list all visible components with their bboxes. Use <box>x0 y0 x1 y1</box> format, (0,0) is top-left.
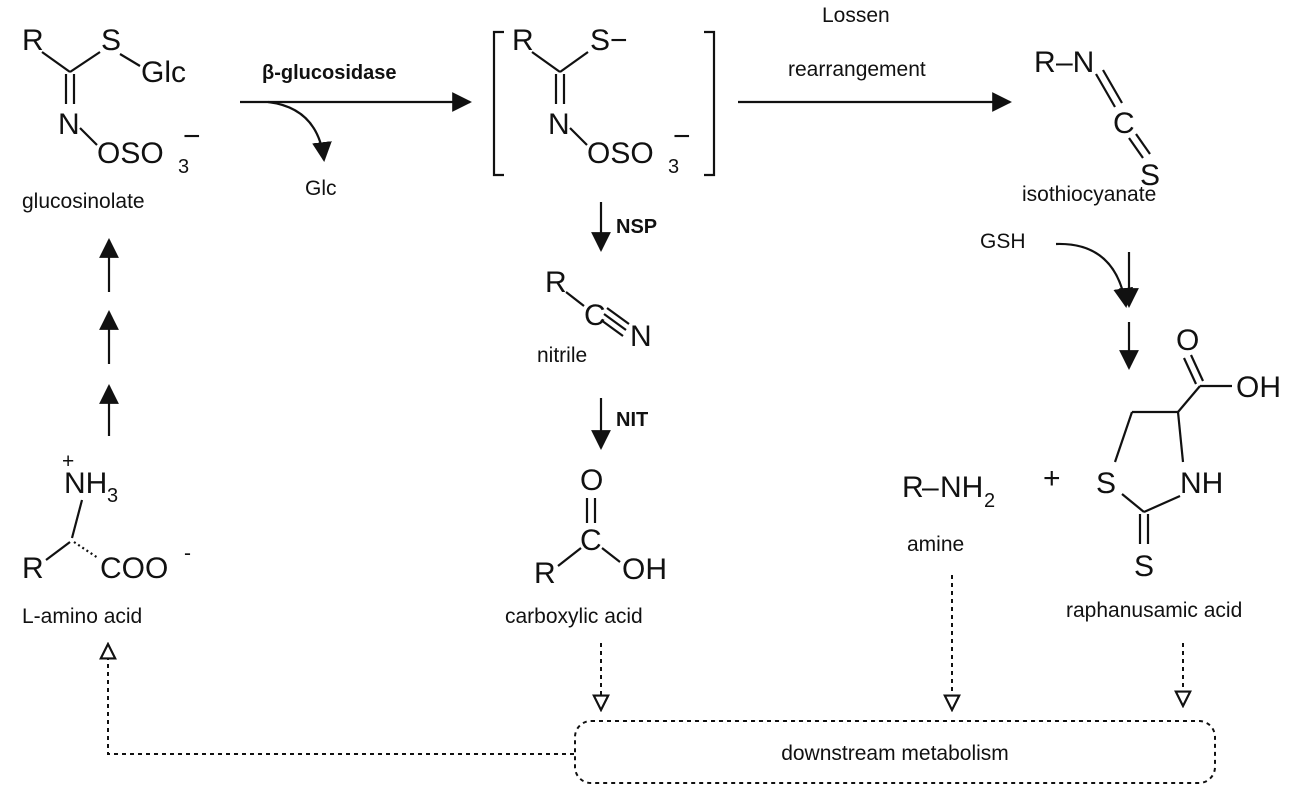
subscript-3: 3 <box>668 156 679 178</box>
carboxylic-acid-structure: O C R OH <box>534 464 667 590</box>
atom-s: S <box>101 24 121 57</box>
double-bond <box>1190 354 1204 382</box>
bond <box>119 53 141 67</box>
atom-oh: OH <box>622 553 667 586</box>
label-isothiocyanate: isothiocyanate <box>1022 183 1156 206</box>
ring-bond <box>1176 411 1185 463</box>
atom-c: C <box>580 524 602 557</box>
charge-plus: + <box>62 450 74 473</box>
l-amino-acid-structure: + NH 3 R COO - <box>22 450 191 585</box>
label-carboxylic-acid: carboxylic acid <box>505 605 643 628</box>
label-lossen: Lossen <box>822 4 890 27</box>
arrow-gsh <box>1055 242 1134 308</box>
bond <box>45 541 71 561</box>
isothiocyanate-structure: R –N C S <box>1034 46 1160 192</box>
nitrile-structure: R C N <box>545 266 652 353</box>
bond <box>79 127 98 146</box>
charge-minus: - <box>184 542 191 565</box>
atom-o: O <box>580 464 603 497</box>
arrow-glc-release <box>267 100 332 162</box>
label-downstream-metabolism: downstream metabolism <box>781 742 1009 765</box>
atom-oso3: OSO <box>587 137 654 170</box>
atom-c: C <box>584 299 606 332</box>
label-rearrangement: rearrangement <box>788 58 926 81</box>
enzyme-beta-glucosidase: β-glucosidase <box>262 62 396 84</box>
atom-r: R <box>1034 46 1056 79</box>
atom-r: R <box>22 24 44 57</box>
charge-minus: − <box>673 120 691 153</box>
bracket-left <box>492 30 504 177</box>
atom-n: –N <box>1056 46 1094 79</box>
bracket-right <box>704 30 716 177</box>
raphanusamic-acid-structure: O OH S NH S <box>1096 324 1281 583</box>
atom-s: S <box>1140 159 1160 192</box>
label-gsh: GSH <box>980 230 1026 253</box>
atom-r: R <box>534 557 556 590</box>
atom-n: N <box>630 320 652 353</box>
double-bond <box>1128 137 1144 159</box>
subscript-3: 3 <box>178 156 189 178</box>
bond <box>70 499 84 539</box>
double-bond <box>1095 73 1116 108</box>
bond <box>41 51 71 73</box>
label-glc-released: Glc <box>305 177 337 200</box>
triple-bond <box>606 307 630 325</box>
hashed-bond <box>73 541 99 559</box>
atom-r: R <box>22 552 44 585</box>
bond <box>565 291 585 307</box>
atom-s-minus: S− <box>590 24 628 57</box>
atom-nh2: NH <box>940 471 983 504</box>
atom-r: R <box>512 24 534 57</box>
atom-coo: COO <box>100 552 168 585</box>
dotted-arrow-amino-acid <box>108 644 574 755</box>
subscript-2: 2 <box>984 490 995 512</box>
ring-bond <box>1121 493 1145 513</box>
intermediate-structure: R S− N OSO 3 − <box>492 24 716 178</box>
ring-bond <box>1143 494 1181 514</box>
atom-oh: OH <box>1236 371 1281 404</box>
subscript-3: 3 <box>107 485 118 507</box>
atom-nh3: NH <box>64 467 107 500</box>
atom-n: N <box>548 108 570 141</box>
amine-structure: R – NH 2 <box>902 471 995 512</box>
bond <box>601 547 621 563</box>
atom-s: S <box>1096 467 1116 500</box>
double-bond <box>1135 133 1151 155</box>
bond <box>569 127 588 146</box>
triple-bond <box>603 313 627 331</box>
label-nitrile: nitrile <box>537 344 587 367</box>
atom-s: S <box>1134 550 1154 583</box>
triple-bond <box>600 319 624 337</box>
ring-bond <box>1113 411 1134 463</box>
downstream-metabolism-box <box>574 720 1216 784</box>
bond-dash: – <box>922 471 939 504</box>
label-glucosinolate: glucosinolate <box>22 190 145 213</box>
label-amine: amine <box>907 533 964 556</box>
plus-sign: + <box>1043 462 1061 495</box>
label-raphanusamic-acid: raphanusamic acid <box>1066 599 1242 622</box>
atom-o: O <box>1176 324 1199 357</box>
double-bond <box>1183 357 1197 385</box>
atom-nh: NH <box>1180 467 1223 500</box>
bond <box>559 51 589 73</box>
bond <box>69 51 101 73</box>
atom-oso3: OSO <box>97 137 164 170</box>
enzyme-nit: NIT <box>616 409 648 431</box>
bond <box>557 547 582 567</box>
enzyme-nsp: NSP <box>616 216 657 238</box>
bond <box>531 51 561 73</box>
glucosinolate-structure: R S Glc N OSO 3 − <box>22 24 201 178</box>
label-l-amino-acid: L-amino acid <box>22 605 142 628</box>
charge-minus: − <box>183 120 201 153</box>
bond <box>1177 385 1201 413</box>
atom-c: C <box>1113 107 1135 140</box>
double-bond <box>1102 69 1123 104</box>
atom-r: R <box>545 266 567 299</box>
atom-r: R <box>902 471 924 504</box>
atom-glc: Glc <box>141 56 186 89</box>
atom-n: N <box>58 108 80 141</box>
